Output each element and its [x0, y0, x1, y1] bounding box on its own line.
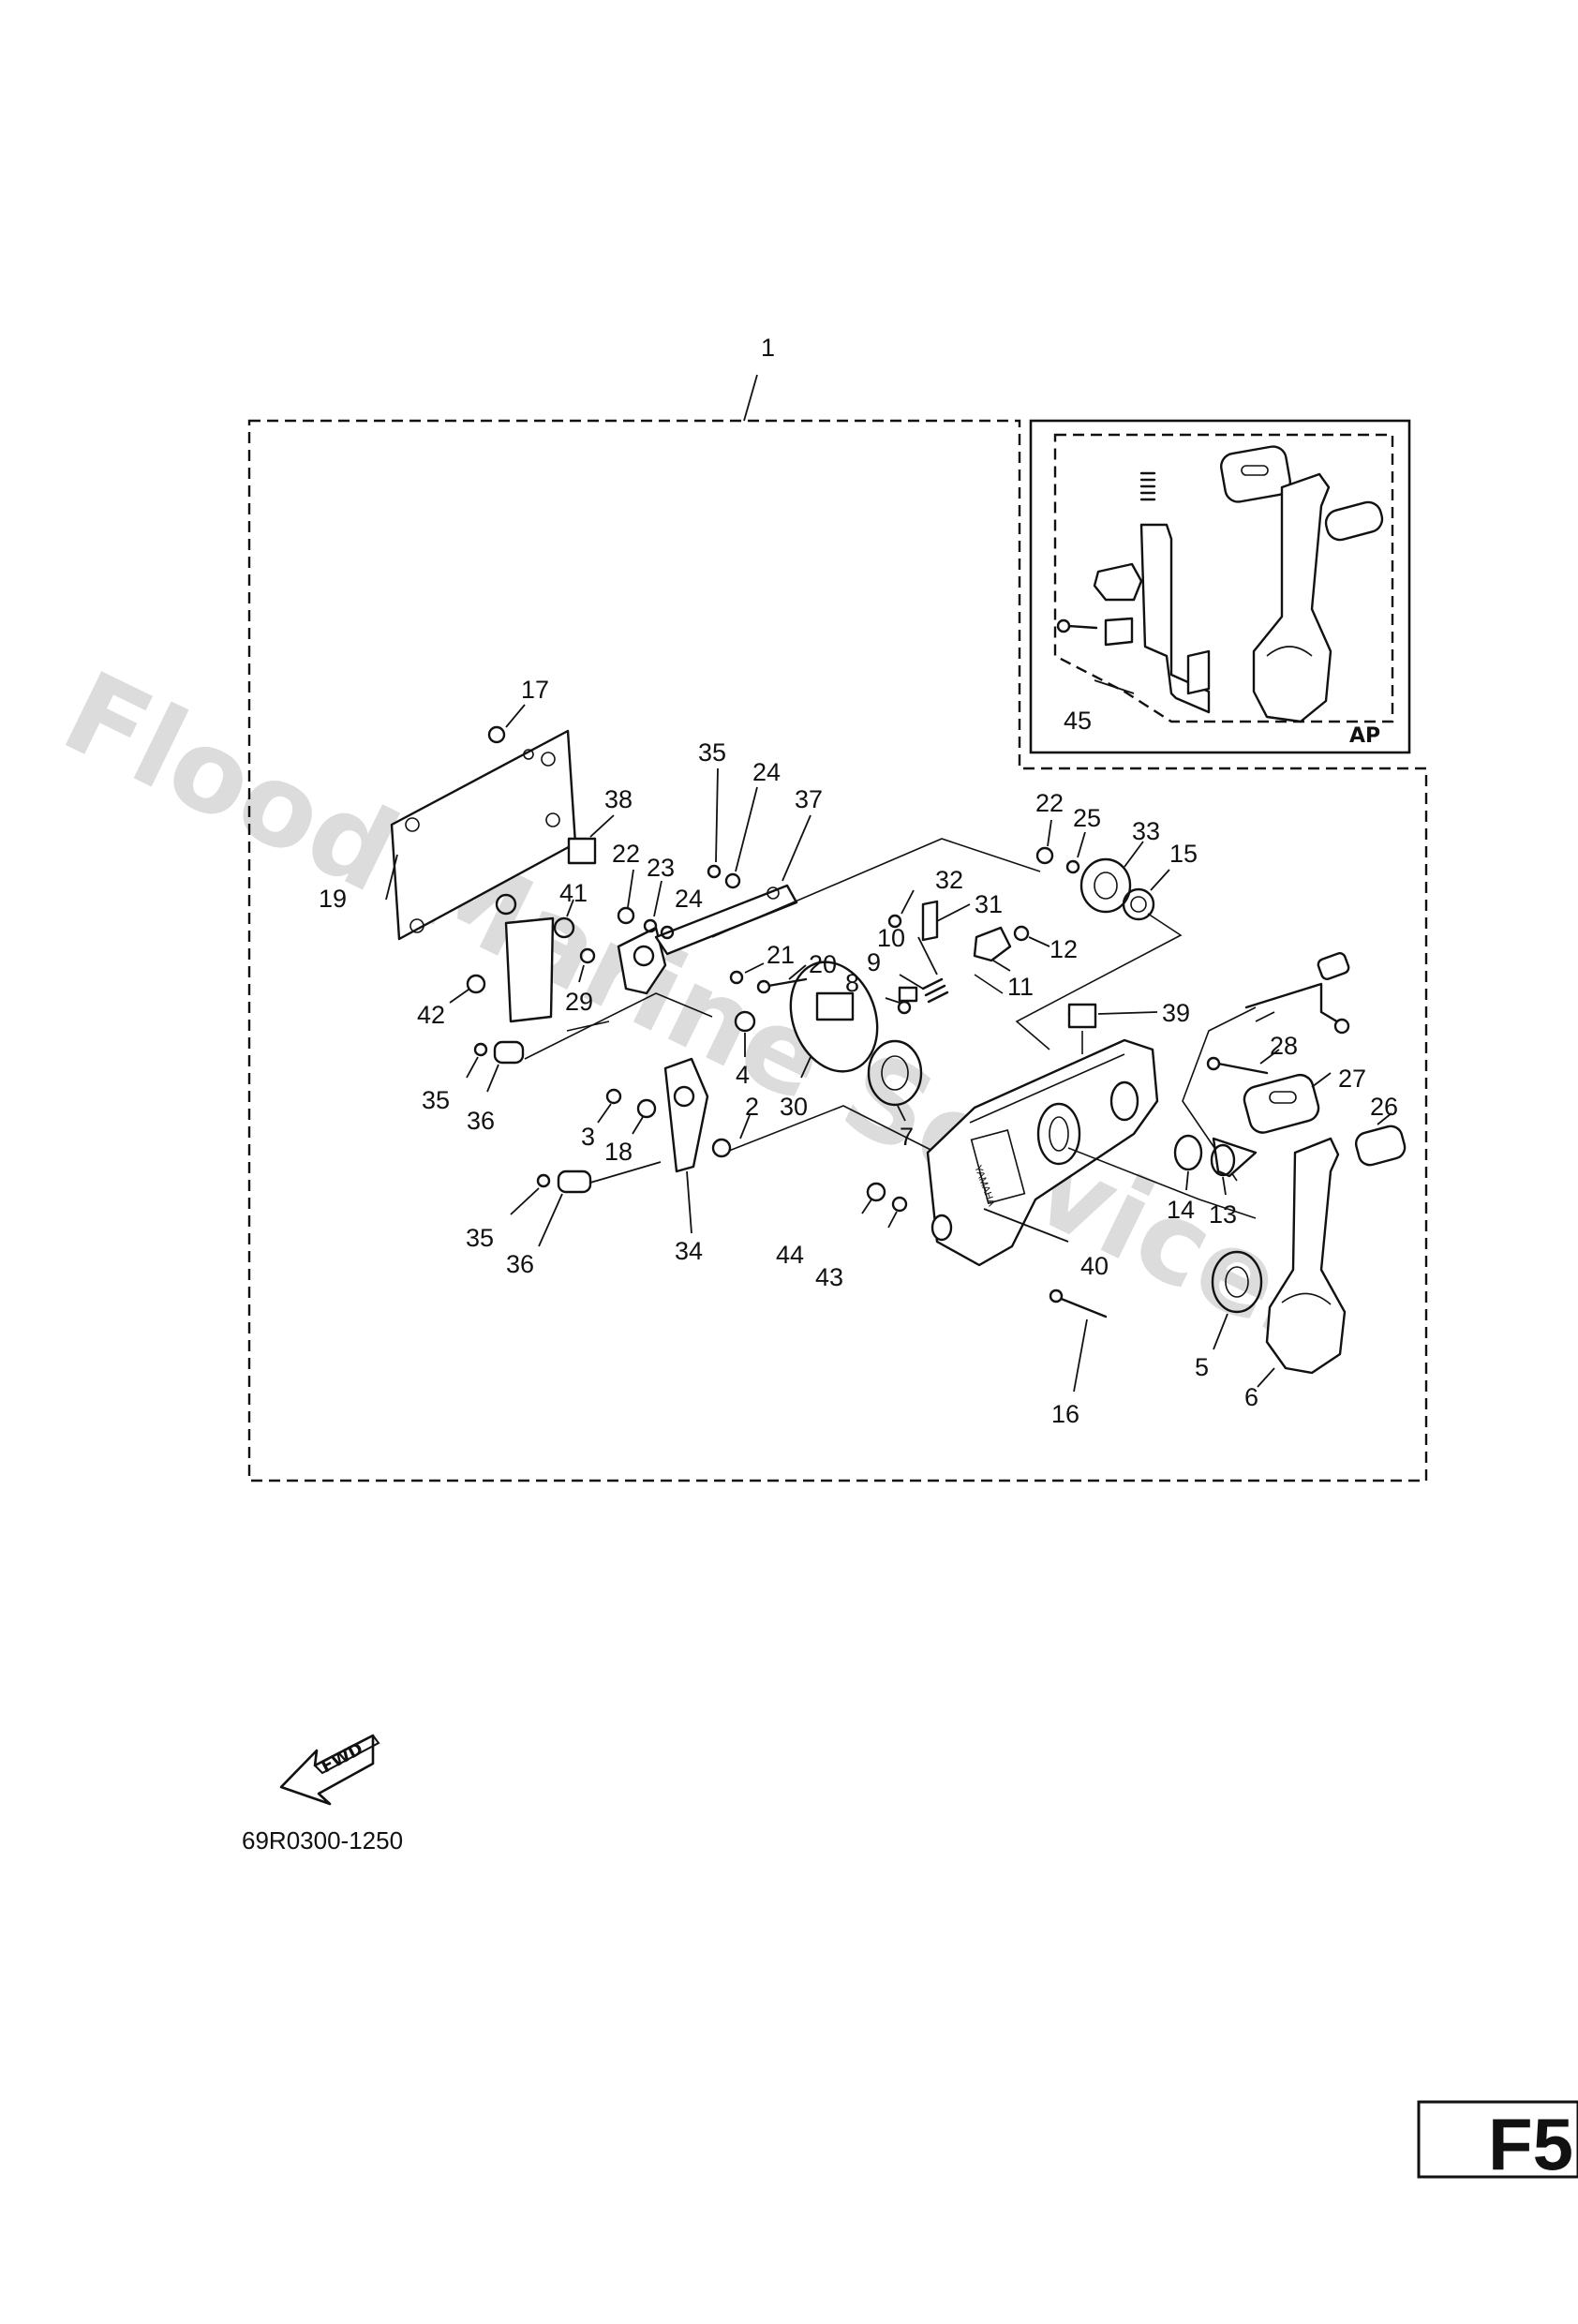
callout-4: 4 [736, 1061, 750, 1089]
callout-labels: 1 2 3 4 5 6 7 8 9 10 11 12 13 14 15 16 1… [319, 334, 1398, 1428]
center-mechanism: YAMAHA [711, 819, 1257, 1393]
callout-35b: 35 [422, 1086, 450, 1114]
callout-44: 44 [776, 1241, 804, 1269]
callout-30: 30 [780, 1093, 808, 1121]
callout-41: 41 [559, 879, 588, 907]
callout-26: 26 [1370, 1093, 1398, 1121]
callout-39: 39 [1162, 999, 1190, 1027]
callout-21: 21 [767, 941, 795, 969]
callout-1: 1 [761, 334, 775, 362]
ap-inset-frame [1029, 419, 1411, 754]
callout-5: 5 [1195, 1353, 1209, 1381]
callout-12: 12 [1050, 935, 1078, 963]
callout-16: 16 [1051, 1400, 1079, 1428]
leader-1 [743, 374, 758, 422]
callout-36b: 36 [506, 1250, 534, 1278]
callout-8: 8 [845, 969, 859, 997]
callout-20: 20 [809, 950, 837, 978]
callout-15: 15 [1169, 840, 1198, 868]
callout-19: 19 [319, 885, 347, 913]
ap-inset-parts [1056, 445, 1384, 723]
callout-35a: 35 [698, 738, 726, 767]
callout-35c: 35 [466, 1224, 494, 1252]
callout-27: 27 [1338, 1065, 1366, 1093]
callout-45: 45 [1064, 707, 1092, 735]
callout-25: 25 [1073, 804, 1101, 832]
callout-11: 11 [1007, 973, 1034, 1001]
callout-40: 40 [1080, 1252, 1109, 1280]
callout-31: 31 [975, 890, 1003, 918]
callout-33: 33 [1132, 817, 1160, 845]
callout-34: 34 [675, 1237, 703, 1265]
figure-tag-box [1417, 2100, 1578, 2179]
callout-22a: 22 [612, 840, 640, 868]
callout-43: 43 [815, 1263, 843, 1291]
ap-inset-boundary [1053, 433, 1394, 723]
figure-tag: F5 [1488, 2103, 1573, 2185]
callout-7: 7 [900, 1123, 914, 1151]
callout-38: 38 [604, 785, 633, 813]
callout-2: 2 [745, 1093, 759, 1121]
callout-24a: 24 [675, 885, 703, 913]
callout-23: 23 [647, 854, 675, 882]
cover-plate-group [385, 704, 971, 1247]
callout-6: 6 [1244, 1383, 1258, 1411]
callout-29: 29 [565, 988, 593, 1016]
callout-18: 18 [604, 1138, 633, 1166]
callout-17: 17 [521, 676, 549, 704]
callout-10: 10 [877, 924, 905, 952]
callout-36a: 36 [467, 1107, 495, 1135]
part-code: 69R0300-1250 [242, 1826, 403, 1855]
callout-32: 32 [935, 866, 963, 894]
callout-14: 14 [1167, 1196, 1195, 1224]
callout-42: 42 [417, 1001, 445, 1029]
right-handle-group [1173, 952, 1407, 1388]
inset-tag-ap: AP [1349, 724, 1380, 748]
fwd-arrow-icon: FWD [279, 1734, 380, 1806]
callout-28: 28 [1270, 1032, 1298, 1060]
callout-9: 9 [867, 948, 881, 976]
callout-3: 3 [581, 1123, 595, 1151]
callout-37: 37 [795, 785, 823, 813]
callout-22b: 22 [1035, 789, 1064, 817]
callout-13: 13 [1209, 1200, 1237, 1229]
main-assembly-boundary [247, 419, 1428, 1482]
callout-24b: 24 [752, 758, 781, 786]
